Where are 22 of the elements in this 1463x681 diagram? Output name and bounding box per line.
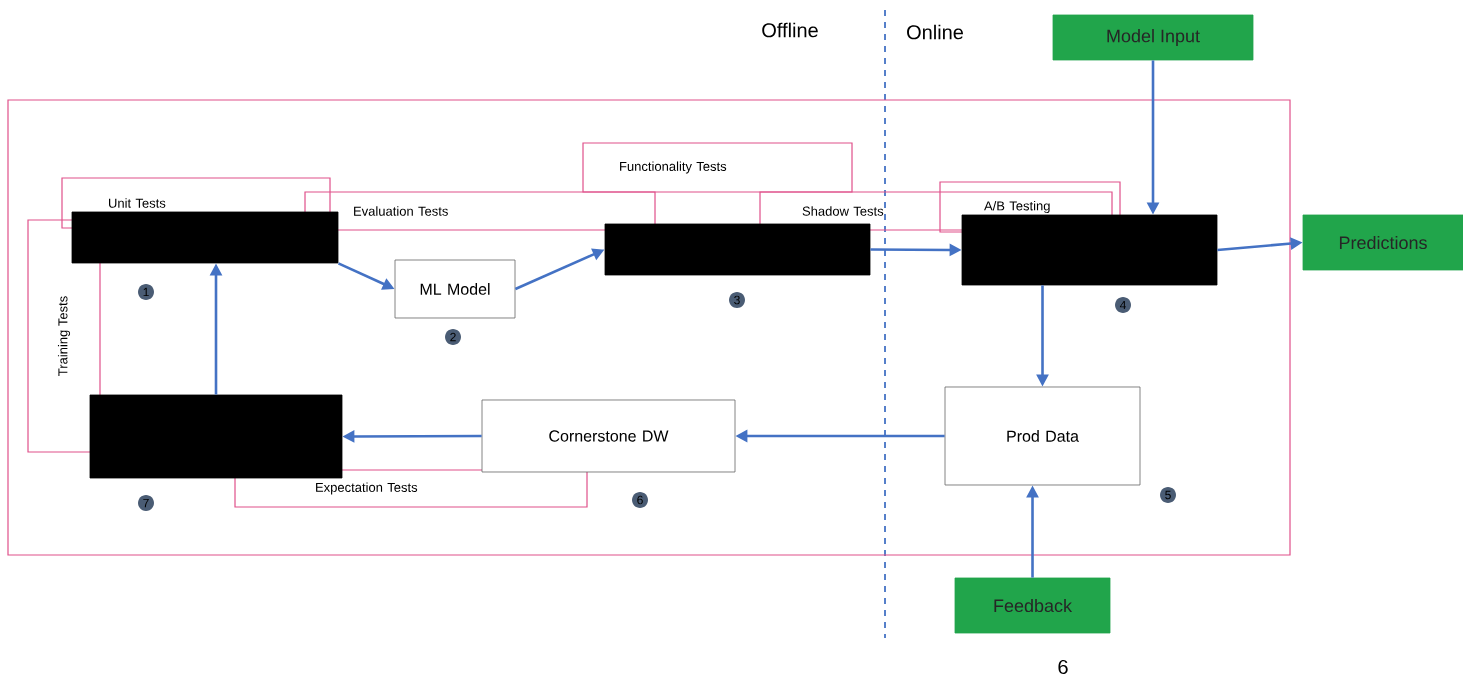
offline-label: Offline: [762, 22, 818, 38]
frame-border: [7, 99, 1291, 556]
io-box: Feedback: [954, 577, 1111, 634]
process-box: ML Model: [394, 259, 516, 319]
test-group-box: Functionality Tests: [582, 142, 853, 193]
number-badge: 5: [1160, 487, 1176, 503]
number-badge: 6: [632, 492, 648, 508]
number-badge: 4: [1115, 297, 1131, 313]
number-badge: 2: [445, 329, 461, 345]
redacted-box: [71, 211, 339, 264]
process-box: Cornerstone DW: [481, 399, 736, 473]
redacted-box: [961, 214, 1218, 286]
online-label: Online: [907, 24, 963, 40]
number-badge: 7: [138, 495, 154, 511]
io-box: Predictions: [1302, 214, 1463, 271]
io-box: Model Input: [1052, 14, 1254, 61]
redacted-box: [89, 394, 343, 479]
number-badge: 1: [138, 284, 154, 300]
page-number: 6: [1058, 659, 1068, 675]
redacted-box: [604, 223, 871, 276]
number-badge: 3: [729, 292, 745, 308]
process-box: Prod Data: [944, 386, 1141, 486]
